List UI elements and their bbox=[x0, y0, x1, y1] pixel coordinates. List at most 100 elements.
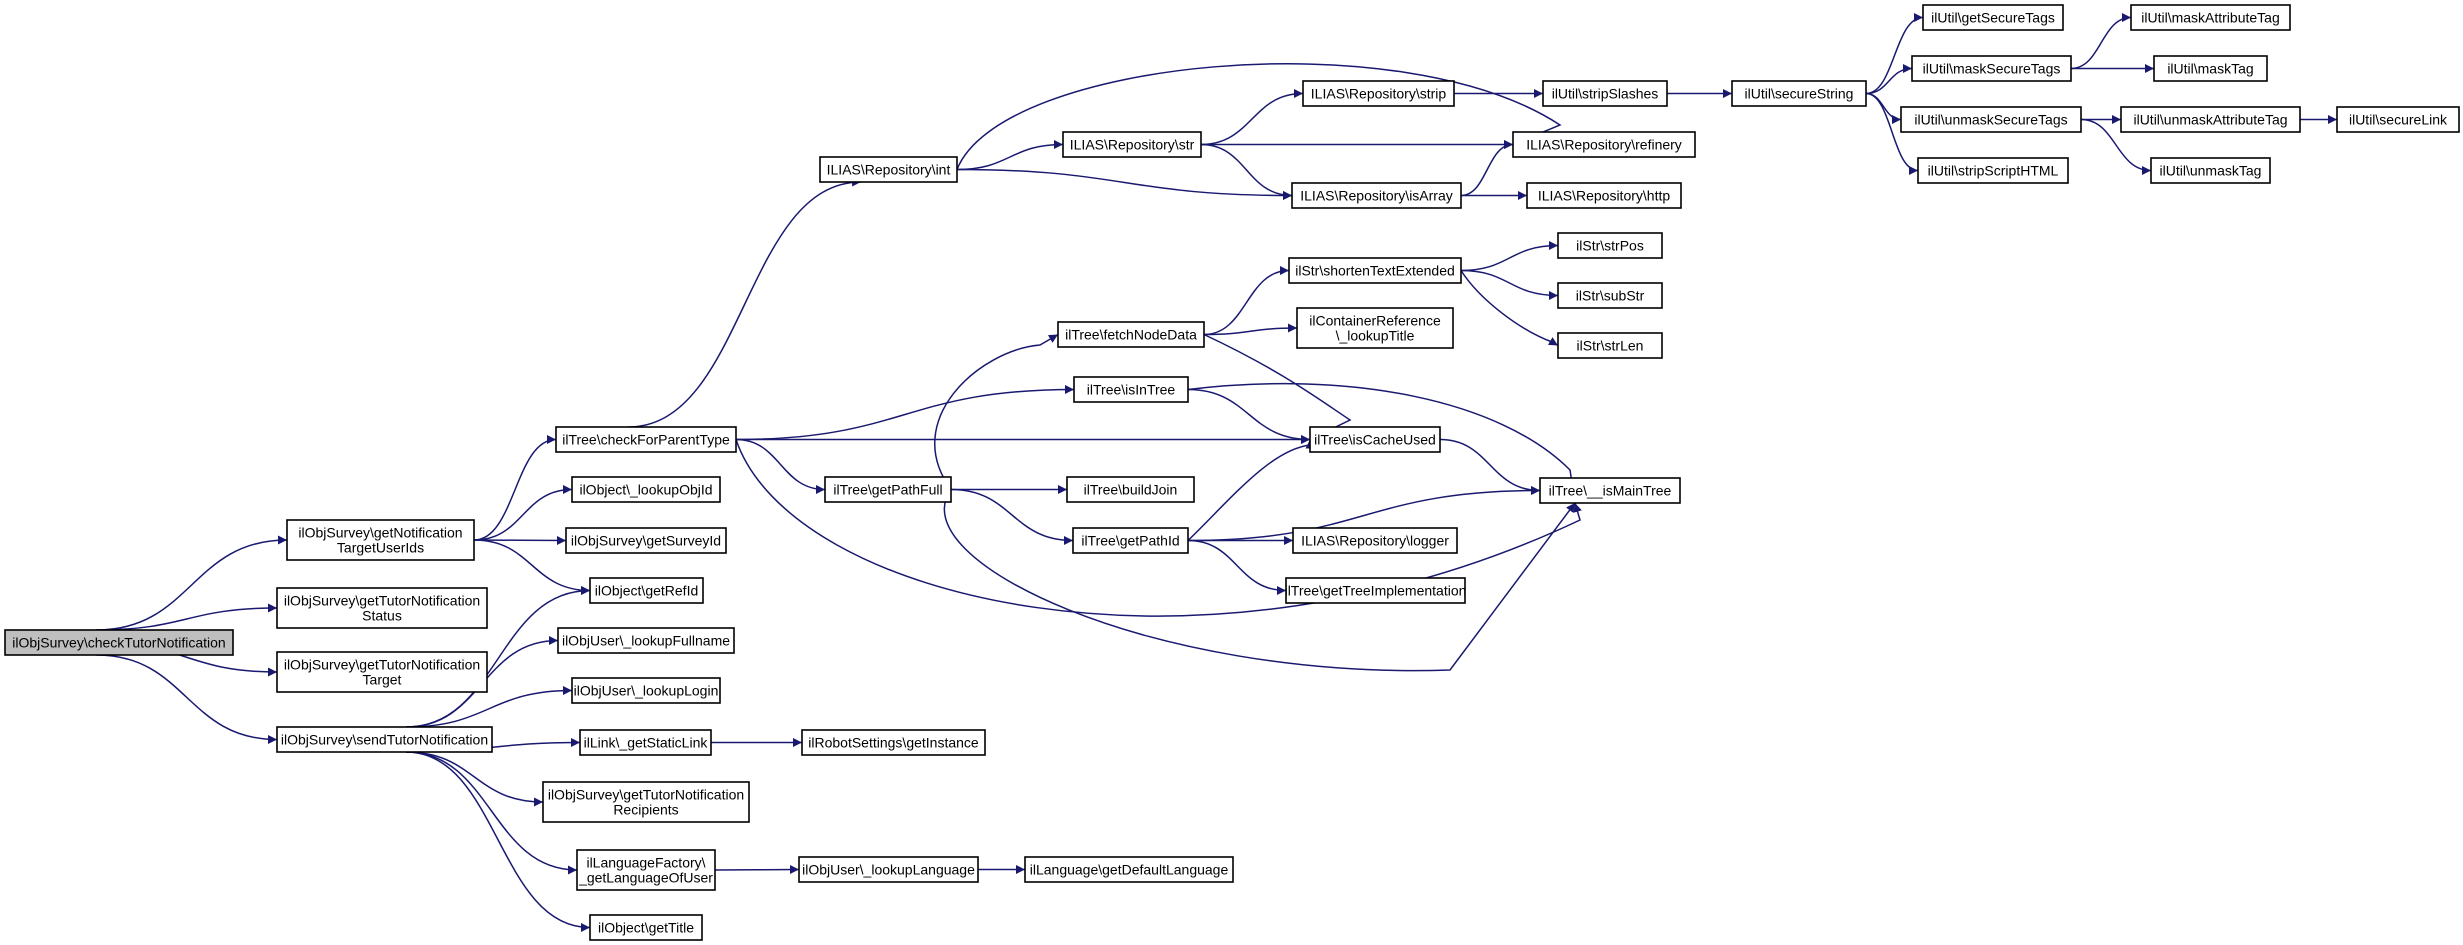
edge-check-parent-to-is-in-tree bbox=[735, 385, 1075, 441]
edge-get-notif-target-to-get-survey-id bbox=[473, 535, 567, 545]
node-fetch-node-data[interactable]: ilTree\fetchNodeData bbox=[1057, 321, 1205, 348]
node-shorten-text[interactable]: ilStr\shortenTextExtended bbox=[1288, 257, 1462, 284]
node-secure-string[interactable]: ilUtil\secureString bbox=[1731, 80, 1867, 107]
node-label: ilLanguage\getDefaultLanguage bbox=[1030, 862, 1229, 878]
edge-get-notif-target-to-check-parent bbox=[473, 435, 557, 541]
node-repo-http[interactable]: ILIAS\Repository\http bbox=[1526, 182, 1682, 209]
node-box bbox=[2153, 55, 2268, 82]
node-label: ilContainerReference bbox=[1309, 313, 1441, 329]
node-repo-refinery[interactable]: ILIAS\Repository\refinery bbox=[1512, 131, 1696, 158]
node-box bbox=[824, 476, 952, 503]
node-label: ILIAS\Repository\http bbox=[1538, 188, 1671, 204]
node-get-title[interactable]: ilObject\getTitle bbox=[589, 914, 703, 941]
edge-is-cache-used-to-is-main-tree bbox=[1439, 438, 1541, 495]
node-unmask-attribute-tag[interactable]: ilUtil\unmaskAttributeTag bbox=[2120, 106, 2301, 133]
node-box bbox=[1288, 257, 1462, 284]
node-get-path-id[interactable]: ilTree\getPathId bbox=[1072, 527, 1189, 554]
node-is-main-tree[interactable]: ilTree\__isMainTree bbox=[1539, 477, 1681, 504]
node-str-pos[interactable]: ilStr\strPos bbox=[1557, 232, 1663, 259]
node-box bbox=[1917, 157, 2069, 184]
node-get-static-link[interactable]: ilLink\_getStaticLink bbox=[579, 729, 712, 756]
node-get-secure-tags[interactable]: ilUtil\getSecureTags bbox=[1922, 4, 2064, 31]
node-label: ilUtil\unmaskTag bbox=[2160, 163, 2262, 179]
node-sub-str[interactable]: ilStr\subStr bbox=[1557, 282, 1663, 309]
node-mask-tag[interactable]: ilUtil\maskTag bbox=[2153, 55, 2268, 82]
node-get-ref-id[interactable]: ilObject\getRefId bbox=[589, 577, 704, 604]
node-lookup-login[interactable]: ilObjUser\_lookupLogin bbox=[571, 677, 721, 704]
node-label: ilUtil\maskSecureTags bbox=[1923, 61, 2061, 77]
node-repo-strip[interactable]: ILIAS\Repository\strip bbox=[1302, 80, 1455, 107]
node-label: ilStr\strLen bbox=[1577, 338, 1644, 354]
node-label: ilStr\strPos bbox=[1576, 238, 1644, 254]
node-label: ilTree\getPathId bbox=[1081, 533, 1179, 549]
node-label: ilRobotSettings\getInstance bbox=[808, 735, 979, 751]
edge-send-tutor-to-get-recipients bbox=[405, 751, 544, 807]
node-box bbox=[801, 729, 986, 756]
node-build-join[interactable]: ilTree\buildJoin bbox=[1066, 476, 1195, 503]
node-label: ilTree\buildJoin bbox=[1084, 482, 1178, 498]
node-lookup-fullname[interactable]: ilObjUser\_lookupFullname bbox=[557, 627, 735, 654]
node-get-lang-of-user[interactable]: ilLanguageFactory\_getLanguageOfUser bbox=[576, 849, 716, 891]
node-unmask-tag[interactable]: ilUtil\unmaskTag bbox=[2150, 157, 2271, 184]
node-box bbox=[1911, 55, 2072, 82]
edge-root-to-get-notif-target bbox=[96, 535, 288, 631]
node-label: ilObjSurvey\getNotification bbox=[298, 525, 462, 541]
node-box bbox=[1292, 527, 1458, 554]
edge-is-in-tree-to-is-cache-used bbox=[1187, 388, 1311, 444]
node-str-len[interactable]: ilStr\strLen bbox=[1557, 332, 1663, 359]
node-label: Recipients bbox=[613, 802, 678, 818]
node-box bbox=[557, 627, 735, 654]
node-box bbox=[2130, 4, 2291, 31]
edge-get-notif-target-to-lookup-obj-id bbox=[473, 485, 573, 541]
node-box bbox=[2120, 106, 2301, 133]
node-box bbox=[1526, 182, 1682, 209]
node-label: ilUtil\unmaskSecureTags bbox=[1914, 112, 2067, 128]
node-get-path-full[interactable]: ilTree\getPathFull bbox=[824, 476, 952, 503]
node-repo-logger[interactable]: ILIAS\Repository\logger bbox=[1292, 527, 1458, 554]
node-box bbox=[589, 577, 704, 604]
node-lookup-obj-id[interactable]: ilObject\_lookupObjId bbox=[571, 476, 721, 503]
edge-unmask-secure-tags-to-unmask-tag bbox=[2080, 118, 2152, 175]
edge-fetch-node-data-to-container-ref bbox=[1203, 323, 1298, 336]
node-box bbox=[555, 426, 737, 453]
node-strip-script-html[interactable]: ilUtil\stripScriptHTML bbox=[1917, 157, 2069, 184]
node-root[interactable]: ilObjSurvey\checkTutorNotification bbox=[4, 629, 234, 656]
edge-secure-string-to-unmask-secure-tags bbox=[1865, 92, 1902, 124]
node-get-recipients[interactable]: ilObjSurvey\getTutorNotificationRecipien… bbox=[542, 781, 750, 823]
node-container-ref[interactable]: ilContainerReference\_lookupTitle bbox=[1296, 307, 1454, 349]
node-robot-instance[interactable]: ilRobotSettings\getInstance bbox=[801, 729, 986, 756]
node-is-cache-used[interactable]: ilTree\isCacheUsed bbox=[1309, 426, 1441, 453]
node-unmask-secure-tags[interactable]: ilUtil\unmaskSecureTags bbox=[1900, 106, 2082, 133]
node-get-tree-impl[interactable]: ilTree\getTreeImplementation bbox=[1285, 577, 1467, 604]
node-box bbox=[1073, 376, 1189, 403]
node-default-language[interactable]: ilLanguage\getDefaultLanguage bbox=[1024, 856, 1234, 883]
node-repo-int[interactable]: ILIAS\Repository\int bbox=[819, 156, 958, 183]
node-strip-slashes[interactable]: ilUtil\stripSlashes bbox=[1542, 80, 1668, 107]
node-label: ILIAS\Repository\logger bbox=[1301, 533, 1449, 549]
node-get-survey-id[interactable]: ilObjSurvey\getSurveyId bbox=[565, 527, 727, 554]
node-send-tutor[interactable]: ilObjSurvey\sendTutorNotification bbox=[276, 726, 493, 753]
node-repo-is-array[interactable]: ILIAS\Repository\isArray bbox=[1291, 182, 1462, 209]
node-box bbox=[2150, 157, 2271, 184]
node-lookup-language[interactable]: ilObjUser\_lookupLanguage bbox=[798, 856, 979, 883]
node-check-parent[interactable]: ilTree\checkForParentType bbox=[555, 426, 737, 453]
edge-get-path-full-to-get-path-id bbox=[950, 488, 1074, 545]
node-label: ilStr\subStr bbox=[1576, 288, 1645, 304]
node-label: ilTree\isInTree bbox=[1087, 382, 1176, 398]
node-mask-attribute-tag[interactable]: ilUtil\maskAttributeTag bbox=[2130, 4, 2291, 31]
edge-repo-int-to-repo-is-array bbox=[956, 168, 1293, 200]
node-repo-str[interactable]: ILIAS\Repository\str bbox=[1062, 131, 1202, 158]
node-box bbox=[1557, 332, 1663, 359]
node-box bbox=[1291, 182, 1462, 209]
node-is-in-tree[interactable]: ilTree\isInTree bbox=[1073, 376, 1189, 403]
node-label: ilTree\isCacheUsed bbox=[1314, 432, 1436, 448]
node-secure-link[interactable]: ilUtil\secureLink bbox=[2336, 106, 2460, 133]
edge-get-path-id-to-is-main-tree bbox=[1187, 486, 1541, 542]
node-label: ilObjSurvey\getSurveyId bbox=[571, 533, 721, 549]
node-mask-secure-tags[interactable]: ilUtil\maskSecureTags bbox=[1911, 55, 2072, 82]
node-box bbox=[276, 726, 493, 753]
